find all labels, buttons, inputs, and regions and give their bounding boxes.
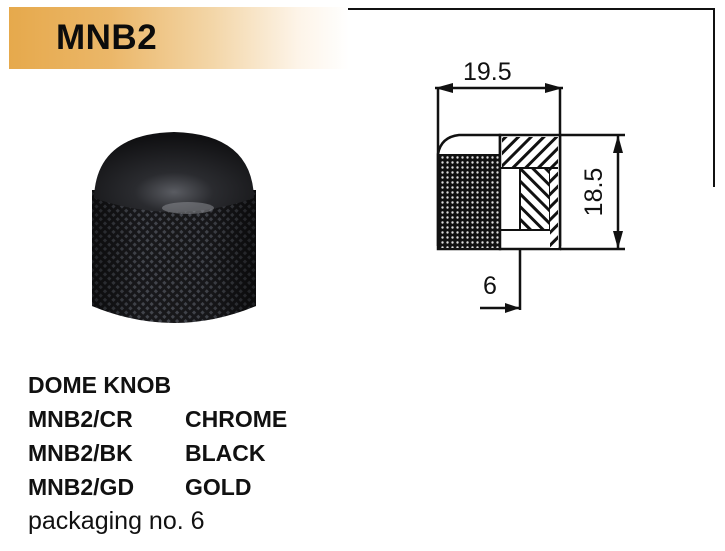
- packaging-note: packaging no. 6: [28, 507, 205, 535]
- width-dimension-label: 19.5: [463, 58, 512, 86]
- product-specs: DOME KNOB MNB2/CR CHROME MNB2/BK BLACK M…: [28, 372, 287, 535]
- variant-code: MNB2/GD: [28, 474, 135, 500]
- variant-row: MNB2/BK BLACK: [28, 440, 266, 474]
- dimension-diagram: 19.5 18.5 6: [435, 58, 625, 313]
- title-banner: MNB2: [9, 7, 349, 69]
- bore-dimension-label: 6: [483, 272, 497, 300]
- variant-code: MNB2/BK: [28, 440, 133, 466]
- knob-photo: [92, 132, 256, 323]
- page-title: MNB2: [56, 18, 158, 57]
- frame-border-top: [348, 8, 715, 10]
- frame-border-right: [713, 8, 715, 187]
- variant-row: MNB2/GD GOLD: [28, 474, 251, 508]
- height-dimension-label: 18.5: [580, 168, 608, 217]
- variant-row: MNB2/CR CHROME: [28, 406, 287, 440]
- variant-finish: BLACK: [185, 440, 266, 466]
- variant-finish: GOLD: [185, 474, 252, 500]
- variant-code: MNB2/CR: [28, 406, 133, 432]
- variant-finish: CHROME: [185, 406, 288, 432]
- product-type: DOME KNOB: [28, 372, 172, 398]
